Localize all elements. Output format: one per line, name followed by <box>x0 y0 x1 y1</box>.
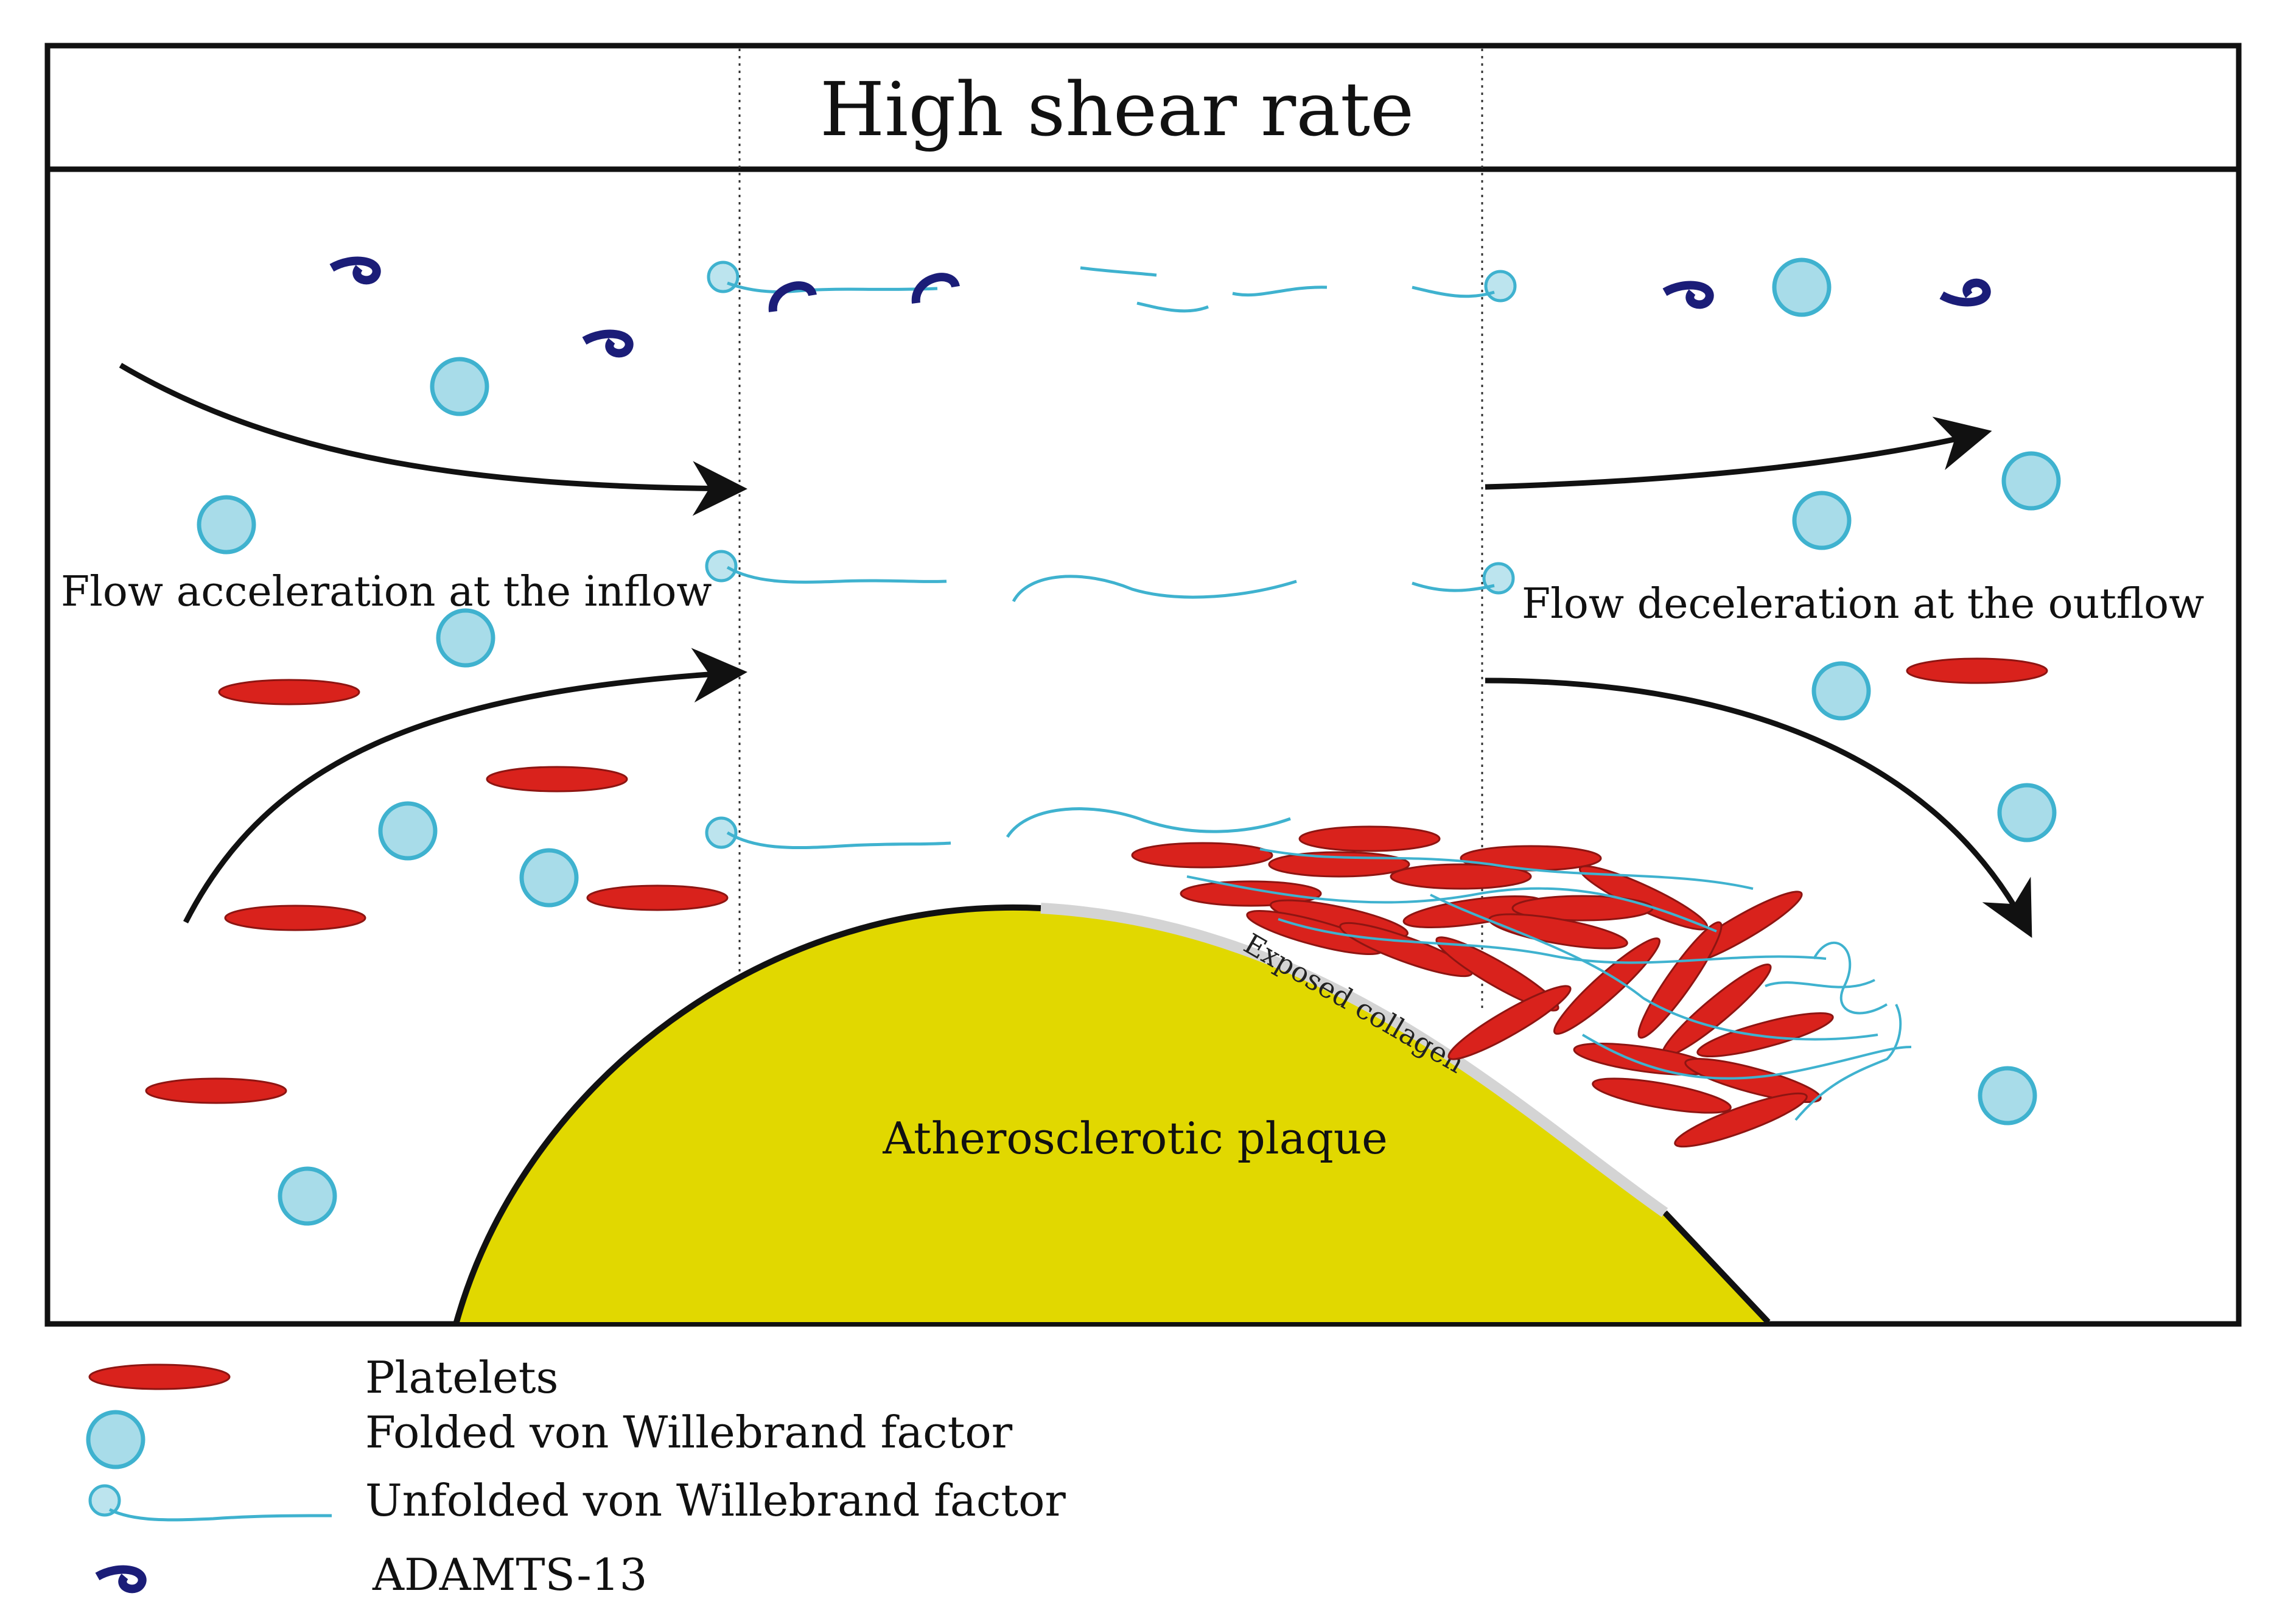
folded-vwf <box>1978 1066 2037 1125</box>
adamts13-icon <box>95 1565 147 1594</box>
legend: Platelets Folded von Willebrand factor U… <box>86 1352 1066 1600</box>
outflow-upper-arrow <box>1485 416 1992 490</box>
adamts13 <box>768 281 817 312</box>
folded-vwf <box>2001 451 2061 511</box>
platelet <box>486 766 628 793</box>
unfolded-vwf-icon <box>88 1484 332 1522</box>
platelet <box>224 905 366 931</box>
unfolded-vwf-coils <box>705 261 1517 849</box>
folded-vwf <box>378 801 438 861</box>
folded-vwf <box>278 1166 337 1226</box>
folded-vwf <box>519 848 579 908</box>
free-platelets <box>145 657 2048 1104</box>
legend-item-platelets: Platelets <box>88 1352 558 1403</box>
folded-vwf <box>197 495 256 555</box>
folded-vwf <box>1811 661 1871 721</box>
legend-item-unfolded-vwf: Unfolded von Willebrand factor <box>88 1475 1066 1526</box>
folded-vwf-icon <box>86 1410 145 1469</box>
legend-label: Platelets <box>365 1352 558 1403</box>
inflow-label: Flow acceleration at the inflow <box>61 568 712 616</box>
atherosclerotic-plaque <box>453 903 1771 1325</box>
adamts13 <box>329 256 381 285</box>
folded-vwf <box>1792 491 1852 550</box>
folded-vwf <box>1772 257 1832 317</box>
platelet <box>145 1077 287 1104</box>
outflow-label: Flow deceleration at the outflow <box>1522 580 2204 628</box>
outflow-lower-arrow <box>1485 677 2032 938</box>
platelet <box>586 884 729 911</box>
plaque-label: Atherosclerotic plaque <box>882 1113 1387 1164</box>
legend-item-folded-vwf: Folded von Willebrand factor <box>86 1407 1013 1469</box>
adamts13 <box>1662 281 1714 309</box>
platelet-icon <box>88 1363 231 1390</box>
folded-vwf-group <box>197 257 2061 1226</box>
folded-vwf <box>436 608 495 668</box>
adamts13-group <box>329 256 1991 358</box>
legend-item-adamts13: ADAMTS-13 <box>95 1549 647 1600</box>
diagram-title: High shear rate <box>820 66 1414 153</box>
folded-vwf <box>430 357 489 416</box>
thrombus-vwf-fibres <box>1186 848 1912 1121</box>
legend-label: Folded von Willebrand factor <box>365 1407 1013 1458</box>
platelet <box>218 679 360 705</box>
inflow-lower-arrow <box>183 648 747 924</box>
exposed-collagen-layer <box>1040 903 1668 1217</box>
adamts13 <box>911 273 960 304</box>
legend-label: ADAMTS-13 <box>372 1549 647 1600</box>
adamts13 <box>582 329 634 358</box>
inflow-upper-arrow <box>119 363 747 516</box>
legend-label: Unfolded von Willebrand factor <box>365 1475 1066 1526</box>
adamts13 <box>1939 278 1991 307</box>
folded-vwf <box>1997 783 2057 842</box>
platelet <box>1906 657 2048 684</box>
